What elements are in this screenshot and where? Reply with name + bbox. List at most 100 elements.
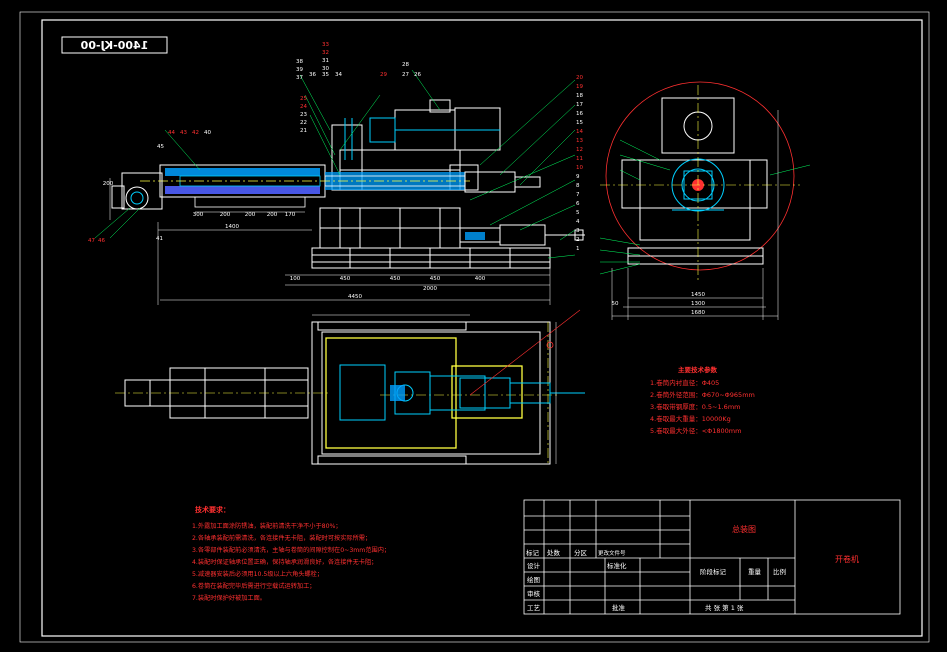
part-label: 29 xyxy=(380,72,387,78)
part-label: 3 xyxy=(576,228,580,234)
dimension-text: 4450 xyxy=(348,294,362,300)
mandrel-assembly xyxy=(140,164,470,208)
part-label: 28 xyxy=(402,62,409,68)
dimension-text: 450 xyxy=(430,276,441,282)
title-block: 标记 处数 分区 更改文件号 设计 标准化 绘图 审核 工艺 批准 阶段标记 重… xyxy=(523,499,901,615)
tail-unit xyxy=(459,171,585,246)
side-view: 1450 1300 1680 50 xyxy=(599,81,811,320)
part-label: 22 xyxy=(300,120,307,126)
tech-req-title: 技术要求： xyxy=(195,505,230,514)
dimension-text: 100 xyxy=(290,276,301,282)
tech-requirements: 技术要求： 1.外露加工面涂防锈油，装配前清洗干净不小于80%； 2.各轴承装配… xyxy=(192,505,390,602)
dimension-text: 1450 xyxy=(691,292,705,298)
drawing-number-box: 1400-KJ-00 xyxy=(61,36,168,54)
part-label: 41 xyxy=(156,236,163,242)
title-stage-mark: 阶段标记 xyxy=(700,567,727,576)
title-sheets: 共 张 第 1 张 xyxy=(705,603,744,612)
dimension-text: 450 xyxy=(390,276,401,282)
part-label: 32 xyxy=(322,50,329,56)
base-frame xyxy=(311,207,551,269)
part-label: 23 xyxy=(300,112,307,118)
leader-lines xyxy=(94,69,576,259)
part-label: 9 xyxy=(576,174,580,180)
part-label: 33 xyxy=(322,42,329,48)
part-label: 7 xyxy=(576,192,580,198)
part-label: 14 xyxy=(576,129,583,135)
tech-param-item: 5.卷取最大外径：<Φ1800mm xyxy=(650,426,741,435)
tech-params: 主要技术参数 1.卷筒内衬直径：Φ405 2.卷筒外径范围：Φ670~Φ965m… xyxy=(650,365,755,435)
part-label: 42 xyxy=(192,130,199,136)
product-name: 开卷机 xyxy=(835,554,859,564)
tech-req-item: 2.各轴承装配前需清洗，各连接件无卡阻，装配时可按实际所需； xyxy=(192,534,371,542)
front-dimensions xyxy=(109,178,551,305)
part-label: 17 xyxy=(576,102,583,108)
part-label: 24 xyxy=(300,104,307,110)
tech-params-title: 主要技术参数 xyxy=(678,365,718,374)
part-label: 12 xyxy=(576,147,583,153)
part-label: 8 xyxy=(576,183,580,189)
part-label: 2 xyxy=(576,237,580,243)
dimension-text: 400 xyxy=(475,276,486,282)
dimension-text: 1300 xyxy=(691,301,705,307)
title-approve: 批准 xyxy=(612,603,626,612)
top-view xyxy=(115,309,585,465)
part-label: 36 xyxy=(309,72,316,78)
part-label: 26 xyxy=(414,72,421,78)
part-label: 31 xyxy=(322,58,329,64)
tech-req-item: 3.各零部件装配前必须清洗，主轴与卷筒的间隙控制在0~3mm范围内； xyxy=(192,546,390,554)
title-row-label: 分区 xyxy=(574,548,588,557)
part-label: 5 xyxy=(576,210,580,216)
drawing-number: 1400-KJ-00 xyxy=(80,39,148,52)
part-label: 15 xyxy=(576,120,583,126)
dimension-text: 170 xyxy=(285,212,296,218)
tech-req-item: 6.卷筒在装配完毕后需进行空载试运转加工； xyxy=(192,582,315,590)
title-draw: 绘图 xyxy=(527,575,540,584)
title-process: 工艺 xyxy=(527,604,541,612)
part-label: 1 xyxy=(576,246,580,252)
title-standardize: 标准化 xyxy=(607,561,627,570)
title-scale: 比例 xyxy=(773,567,786,576)
title-weight: 重量 xyxy=(748,568,762,576)
part-label: 18 xyxy=(576,93,583,99)
part-label: 10 xyxy=(576,165,583,171)
part-label: 44 xyxy=(168,130,175,136)
part-labels-top: 38 39 37 36 35 34 33 32 31 30 29 28 27 2… xyxy=(296,42,421,134)
dimension-text: 450 xyxy=(340,276,351,282)
tech-param-item: 2.卷筒外径范围：Φ670~Φ965mm xyxy=(650,390,755,399)
dimension-text: 1400 xyxy=(225,224,239,230)
title-design: 设计 xyxy=(527,561,541,570)
tech-req-item: 1.外露加工面涂防锈油，装配前清洗干净不小于80%； xyxy=(192,522,342,530)
part-label: 20 xyxy=(576,75,583,81)
part-labels-left: 47 46 45 44 43 42 41 40 xyxy=(88,130,211,244)
title-row-label: 更改文件号 xyxy=(598,549,626,557)
dimension-text: 200 xyxy=(267,212,278,218)
part-label: 27 xyxy=(402,72,409,78)
drawing-title: 总装图 xyxy=(732,524,756,534)
tech-param-item: 1.卷筒内衬直径：Φ405 xyxy=(650,378,719,387)
coil-outline xyxy=(605,81,795,271)
part-label: 34 xyxy=(335,72,342,78)
part-label: 4 xyxy=(576,219,580,225)
title-row-label: 处数 xyxy=(547,548,561,557)
dimension-text: 300 xyxy=(193,212,204,218)
dimension-text: 50 xyxy=(612,301,619,307)
part-label: 35 xyxy=(322,72,329,78)
part-label: 16 xyxy=(576,111,583,117)
dimension-text: 200 xyxy=(245,212,256,218)
part-labels-right: 20 19 18 17 16 15 14 13 12 11 10 9 8 7 6… xyxy=(576,75,583,252)
part-label: 38 xyxy=(296,59,303,65)
front-view: 38 39 37 36 35 34 33 32 31 30 29 28 27 2… xyxy=(88,42,585,305)
part-label: 25 xyxy=(300,96,307,102)
part-label: 11 xyxy=(576,156,583,162)
drive-motor xyxy=(344,99,501,160)
part-label: 13 xyxy=(576,138,583,144)
drawing-frame xyxy=(19,11,930,643)
left-end-cylinder xyxy=(111,172,163,210)
part-label: 45 xyxy=(157,144,164,150)
dimension-text: 1680 xyxy=(691,310,705,316)
part-label: 39 xyxy=(296,67,303,73)
part-label: 46 xyxy=(98,238,105,244)
front-dimension-texts: 1400 100 450 450 450 400 2000 4450 200 3… xyxy=(103,181,486,300)
part-label: 43 xyxy=(180,130,187,136)
